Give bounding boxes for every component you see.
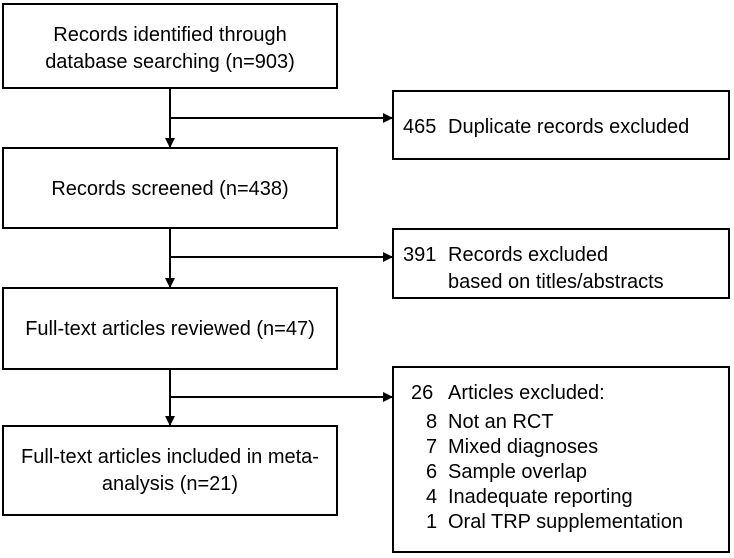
box-titles-excluded: 391 Records excluded based on titles/abs…: [392, 228, 730, 299]
reason-count: 8: [426, 411, 438, 433]
reason-label: Mixed diagnoses: [448, 436, 599, 458]
reason-label: Not an RCT: [448, 411, 554, 433]
records-identified-line2: database searching (n=903): [45, 51, 295, 73]
reason-count: 1: [426, 511, 438, 533]
titles-excluded-line2: based on titles/abstracts: [448, 271, 664, 293]
duplicates-count: 465: [403, 116, 437, 138]
box-fulltext-included: Full-text articles included in meta- ana…: [2, 425, 338, 516]
reason-label: Sample overlap: [448, 461, 587, 483]
reason-label: Inadequate reporting: [448, 486, 633, 508]
box-fulltext-reviewed: Full-text articles reviewed (n=47): [2, 287, 338, 370]
box-articles-excluded: 26 Articles excluded: 8 Not an RCT 7 Mix…: [392, 366, 730, 553]
reason-count: 7: [426, 436, 438, 458]
fulltext-reviewed-label: Full-text articles reviewed (n=47): [25, 318, 315, 340]
reason-label: Oral TRP supplementation: [448, 511, 683, 533]
box-duplicates-excluded: 465 Duplicate records excluded: [392, 90, 730, 160]
duplicates-label: Duplicate records excluded: [448, 116, 690, 138]
reason-count: 4: [426, 486, 438, 508]
records-identified-line1: Records identified through: [53, 24, 287, 46]
titles-excluded-count: 391: [403, 244, 437, 266]
fulltext-included-line2: analysis (n=21): [101, 473, 239, 495]
articles-excluded-label: Articles excluded:: [448, 382, 605, 404]
titles-excluded-line1: Records excluded: [448, 244, 609, 266]
box-records-screened: Records screened (n=438): [2, 147, 338, 229]
box-records-identified: Records identified through database sear…: [2, 3, 338, 89]
fulltext-included-line1: Full-text articles included in meta-: [21, 446, 319, 468]
articles-excluded-count: 26: [411, 382, 434, 404]
reason-count: 6: [426, 461, 438, 483]
records-screened-label: Records screened (n=438): [51, 178, 289, 200]
